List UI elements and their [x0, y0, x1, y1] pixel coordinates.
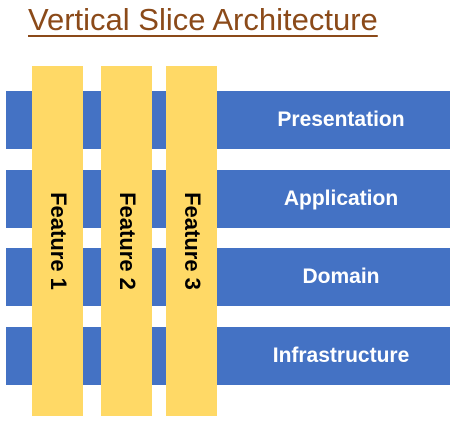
- feature-2-slice: Feature 2: [101, 66, 152, 416]
- layer-label: Infrastructure: [272, 344, 410, 367]
- layer-label: Presentation: [277, 108, 405, 131]
- layer-label: Application: [283, 187, 399, 210]
- layer-label: Domain: [302, 265, 380, 288]
- feature-label: Feature 3: [179, 192, 205, 290]
- feature-3-slice: Feature 3: [166, 66, 217, 416]
- feature-1-slice: Feature 1: [32, 66, 83, 416]
- feature-label: Feature 2: [114, 192, 140, 290]
- diagram-title: Vertical Slice Architecture: [28, 2, 378, 37]
- feature-label: Feature 1: [45, 192, 71, 290]
